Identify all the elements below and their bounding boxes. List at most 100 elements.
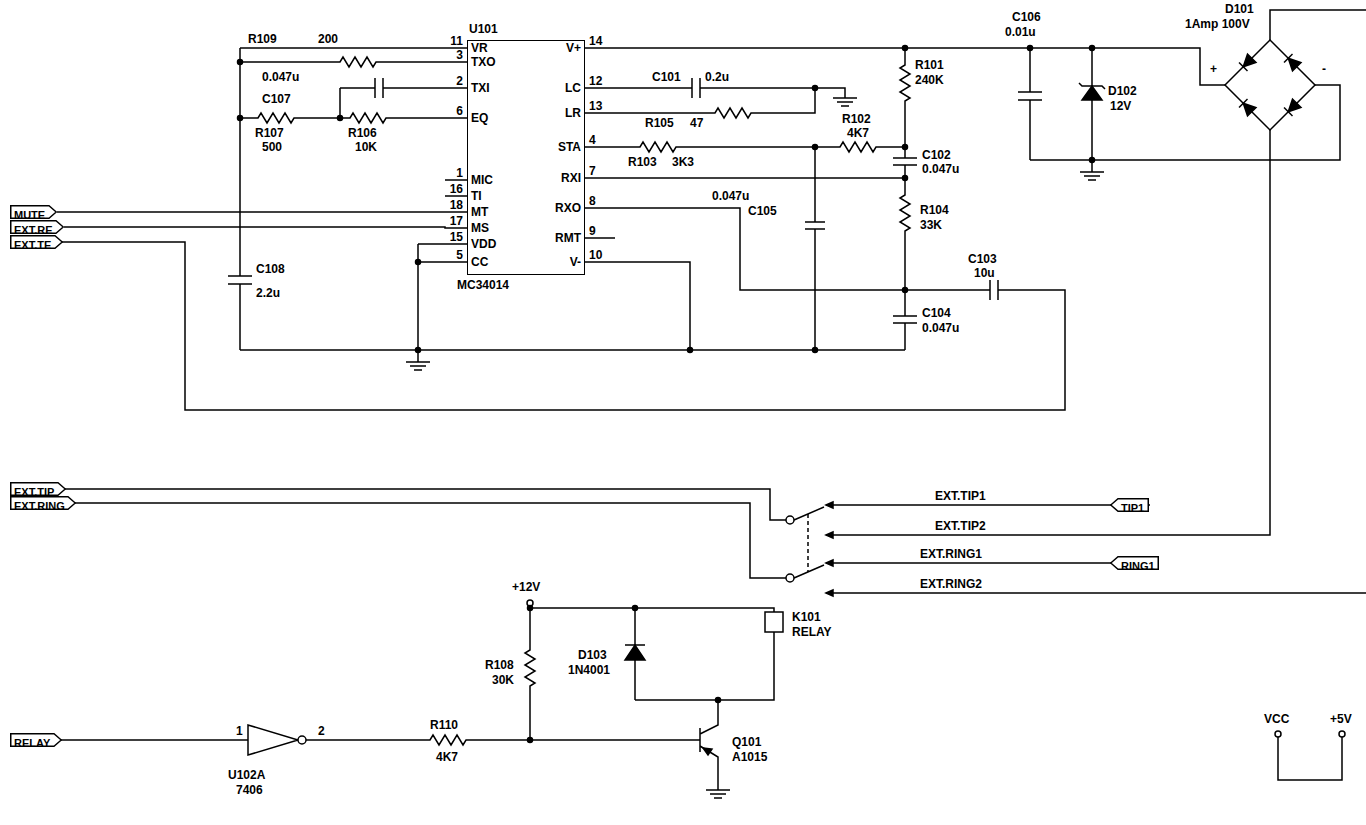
component-label: 1	[236, 724, 243, 738]
pin-name: VDD	[471, 237, 496, 251]
signal-flag: EXT.RE	[10, 220, 64, 234]
component-label: C102	[922, 148, 951, 162]
component-label: R102	[842, 112, 871, 126]
junction-dot	[338, 116, 343, 121]
diode-symbol	[625, 645, 645, 660]
signal-flag: TIP1	[1110, 498, 1149, 512]
diode-symbol	[1284, 54, 1292, 62]
pin-name: RXI	[561, 171, 581, 185]
inverter-symbol	[298, 736, 306, 744]
component-label: 47	[690, 116, 703, 130]
junction-dot	[903, 145, 908, 150]
wire	[893, 290, 917, 350]
component-label: R101	[915, 58, 944, 72]
signal-flag: RELAY	[10, 733, 62, 747]
wire	[445, 180, 467, 196]
component-label: D101	[1225, 2, 1254, 16]
pin-number: 15	[450, 230, 463, 244]
junction-dot	[688, 348, 693, 353]
junction-dot	[903, 288, 908, 293]
junction-dot	[633, 606, 638, 611]
component-label: 2.2u	[256, 286, 280, 300]
component-label: VCC	[1264, 712, 1289, 726]
junction-dot	[238, 60, 243, 65]
part-number: MC34014	[457, 278, 509, 292]
pin-name: TI	[471, 189, 482, 203]
component-label: 240K	[915, 73, 944, 87]
wire	[1030, 85, 1340, 160]
component-label: 200	[318, 32, 338, 46]
wire	[700, 700, 718, 790]
wire	[340, 78, 467, 98]
component-label: D103	[578, 648, 607, 662]
junction-dot	[528, 738, 533, 743]
signal-name: EXT.RE	[10, 223, 64, 237]
junction-dot	[1090, 158, 1095, 163]
wire	[530, 608, 774, 612]
component-label: K101	[792, 610, 821, 624]
pin-number: 12	[589, 74, 602, 88]
component-label: 4K7	[436, 750, 458, 764]
signal-name: RING1	[1110, 559, 1159, 573]
signal-wire	[57, 211, 467, 213]
component-label: C105	[748, 204, 777, 218]
wire	[339, 88, 341, 118]
bridge-diode	[1239, 54, 1301, 116]
wire	[826, 130, 1270, 535]
signal-flag: RING1	[1110, 556, 1159, 570]
component-label: C108	[256, 262, 285, 276]
component-label: C106	[1012, 10, 1041, 24]
wire	[240, 349, 905, 351]
pin-name: TXO	[471, 55, 496, 69]
component-label: A1015	[732, 750, 767, 764]
component-label: 7406	[236, 783, 263, 797]
ground-symbol	[706, 790, 730, 798]
component-label: C103	[968, 252, 997, 266]
diode-symbol	[1284, 108, 1292, 116]
signal-flag: EXT.RING	[10, 496, 76, 510]
diode-symbol	[1243, 54, 1256, 67]
wire	[585, 142, 905, 152]
component-label: EXT.RING1	[920, 547, 982, 561]
wire	[1278, 737, 1342, 780]
component-label: R105	[645, 116, 674, 130]
signal-flag: EXT.TIP	[10, 482, 66, 496]
pin-number: 17	[450, 214, 463, 228]
junction-dot	[813, 348, 818, 353]
pin-number: 16	[450, 182, 463, 196]
signal-flag: EXT.TE	[10, 235, 63, 249]
signal-wire	[64, 227, 467, 228]
junction-dot	[813, 86, 818, 91]
junction-dot	[1090, 46, 1095, 51]
wire	[240, 47, 467, 49]
component-label: R103	[628, 155, 657, 169]
pin-number: 10	[589, 248, 602, 262]
pin-number: 4	[589, 133, 596, 147]
pin-name: VR	[471, 41, 488, 55]
wire	[240, 57, 467, 67]
signal-name: MUTE	[10, 208, 56, 222]
wire	[585, 177, 905, 179]
component-label: 12V	[1110, 99, 1131, 113]
pin-number: 7	[589, 164, 596, 178]
diode-symbol	[1239, 99, 1247, 107]
component-label: +	[1210, 62, 1217, 76]
wire	[1091, 48, 1093, 160]
junction-dot	[238, 116, 243, 121]
wire	[40, 739, 248, 741]
junction-dot	[416, 348, 421, 353]
pin-number: 5	[456, 248, 463, 262]
signal-name: TIP1	[1110, 501, 1148, 515]
component-label: 2	[318, 724, 325, 738]
pin-name: RXO	[555, 201, 581, 215]
relay-coil	[765, 612, 783, 632]
component-label: EXT.TIP1	[935, 489, 986, 503]
component-label: 0.047u	[712, 189, 749, 203]
junction-dot	[416, 260, 421, 265]
terminal	[1339, 731, 1345, 737]
pin-name: RMT	[555, 231, 581, 245]
component-label: 0.047u	[922, 321, 959, 335]
junction-dot	[1028, 46, 1033, 51]
